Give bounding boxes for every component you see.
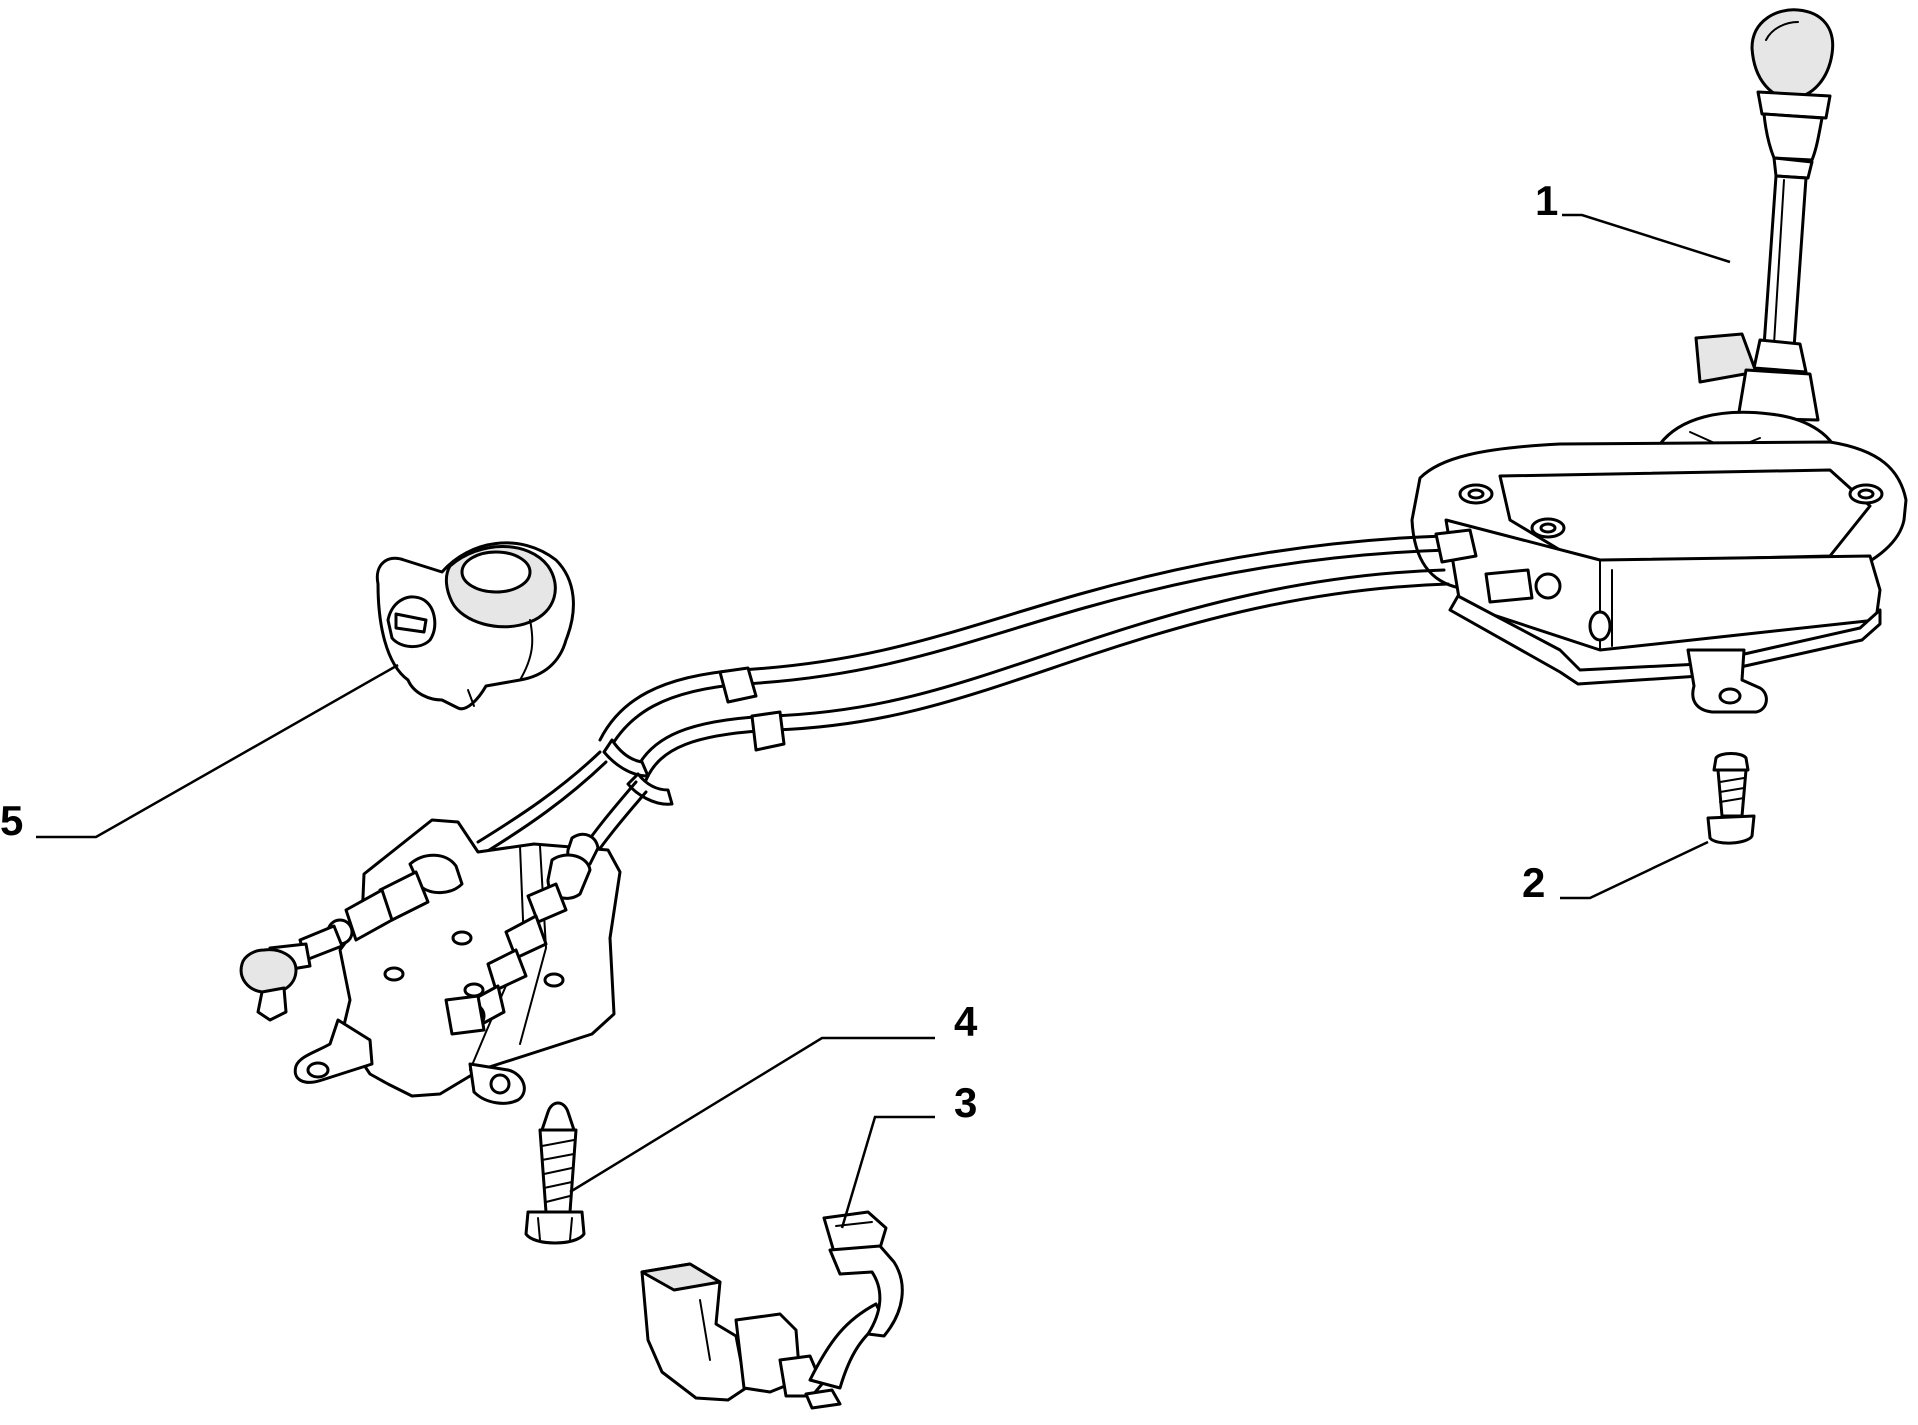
callout-5: 5 (0, 797, 24, 844)
callout-4: 4 (954, 998, 978, 1045)
callout-3: 3 (954, 1079, 978, 1126)
leader-lines (36, 213, 1731, 1229)
part-3-cable-clip[interactable] (640, 1210, 904, 1410)
callout-1: 1 (1535, 177, 1559, 224)
leader-3 (840, 1115, 935, 1229)
part-2-bolt[interactable] (1706, 752, 1756, 845)
callout-2: 2 (1522, 859, 1546, 906)
part-4-stud-bolt[interactable] (524, 1101, 586, 1245)
part-1-gear-shift-lever-assembly[interactable] (1410, 8, 1908, 714)
shift-cables[interactable] (476, 528, 1562, 874)
part-5-rubber-bushing[interactable] (375, 541, 575, 711)
transmission-bracket-assembly[interactable] (239, 818, 622, 1105)
leader-4 (569, 1036, 935, 1194)
leader-5 (36, 663, 399, 839)
leader-1 (1562, 213, 1731, 264)
leader-2 (1560, 840, 1709, 900)
